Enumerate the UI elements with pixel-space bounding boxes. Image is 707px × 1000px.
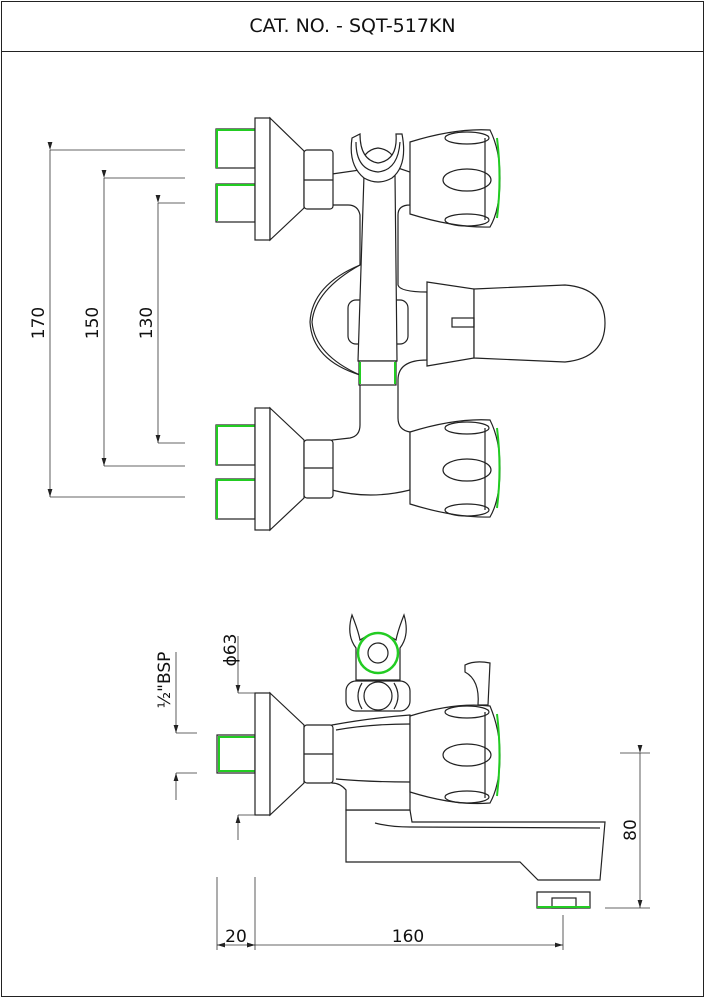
lower-tap-knob [409, 419, 501, 518]
upper-tap-knob [409, 129, 501, 228]
dim-160: 160 [392, 927, 424, 947]
diverter-column [357, 174, 398, 362]
front-view-dimensions: 170 150 130 [29, 142, 185, 498]
diverter-lever [426, 281, 606, 367]
side-body [331, 714, 411, 811]
outlet-stub [358, 360, 397, 386]
side-lever [464, 661, 491, 706]
aerator [536, 891, 591, 909]
dim-20: 20 [225, 927, 247, 947]
side-knob [409, 704, 501, 805]
shower-holder [350, 133, 405, 183]
side-inlet [216, 734, 256, 774]
dim-80: 80 [621, 819, 641, 841]
title-block: CAT. NO. - SQT-517KN [1, 1, 704, 52]
dim-phi63: ϕ63 [221, 634, 241, 667]
outlet-highlight [359, 362, 396, 384]
dim-130: 130 [137, 307, 157, 339]
holder-inner [355, 141, 401, 173]
upper-inlet-fitting [215, 116, 334, 242]
side-view [216, 613, 606, 909]
holder-ring [356, 631, 400, 675]
lower-inlet-fitting [215, 406, 334, 532]
catalog-number: CAT. NO. - SQT-517KN [249, 15, 456, 37]
spout [345, 809, 606, 881]
side-nut [345, 680, 411, 712]
body-round-plate [311, 264, 361, 376]
dim-150: 150 [83, 307, 103, 339]
side-flange [254, 692, 271, 816]
side-view-dimensions: ½"BSP ϕ63 80 20 160 [155, 634, 650, 950]
dim-bsp: ½"BSP [155, 652, 175, 709]
front-view [215, 116, 606, 532]
dim-170: 170 [29, 307, 49, 339]
